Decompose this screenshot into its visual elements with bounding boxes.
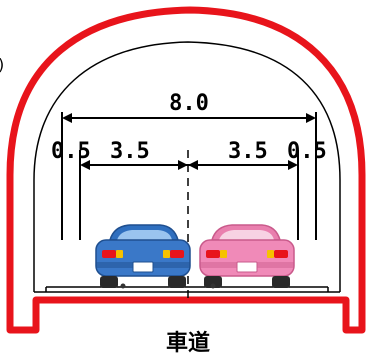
arrowhead-overall-right xyxy=(306,113,316,123)
dimension-lane-left-label: 3.5 xyxy=(110,139,150,164)
arrowhead-lane-center-left xyxy=(178,160,188,170)
car-pink-icon xyxy=(199,224,295,289)
dimension-lane-right-label: 3.5 xyxy=(228,139,268,164)
dimension-shoulder-left-label: 0.5 xyxy=(51,139,91,164)
tunnel-inner-lining xyxy=(33,41,341,292)
arrowhead-lane-center-right xyxy=(188,160,198,170)
arrowhead-lane-left xyxy=(80,160,90,170)
arrowhead-overall-left xyxy=(62,113,72,123)
car-blue-icon xyxy=(95,224,191,289)
arrowhead-lane-right xyxy=(288,160,298,170)
roadway-caption: 車道 xyxy=(166,330,210,356)
dimension-overall-label: 8.0 xyxy=(169,91,209,116)
tunnel-outer-lining xyxy=(6,6,366,334)
dimension-shoulder-right-label: 0.5 xyxy=(287,139,327,164)
cut-off-label: ) xyxy=(0,55,4,74)
